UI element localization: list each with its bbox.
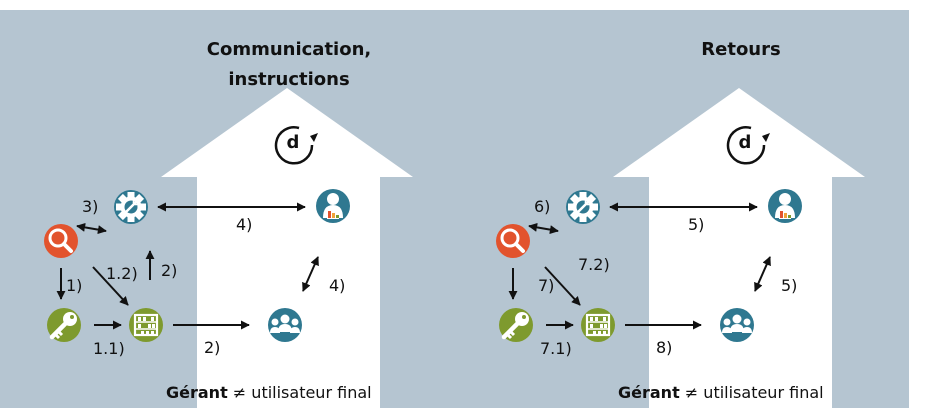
cycle-label: d [287, 132, 300, 153]
cycle-label: d [739, 132, 752, 153]
group-icon [268, 308, 302, 342]
footer-text: Gérant ≠ utilisateur final [166, 383, 372, 402]
label-search-gear: 6) [534, 197, 550, 216]
label-search-key: 1) [66, 276, 82, 295]
person-icon [768, 189, 802, 223]
person-icon [316, 189, 350, 223]
label-gear-person: 4) [236, 215, 252, 234]
gear-icon [114, 190, 148, 224]
label-abacus-group: 8) [656, 338, 672, 357]
label-search-abacus: 1.2) [106, 264, 138, 283]
label-search-abacus: 7.2) [578, 255, 610, 274]
footer-rest: ≠ utilisateur final [680, 383, 824, 402]
label-gear-person: 5) [688, 215, 704, 234]
group-icon [720, 308, 754, 342]
footer-bold: Gérant [166, 383, 228, 402]
search-icon [44, 224, 78, 258]
panel-title-line2: instructions [228, 69, 349, 90]
key-icon [499, 308, 533, 342]
label-search-gear: 3) [82, 197, 98, 216]
search-icon [496, 224, 530, 258]
footer-bold: Gérant [618, 383, 680, 402]
key-icon [47, 308, 81, 342]
label-key-abacus: 7.1) [540, 339, 572, 358]
label-abacus-group: 2) [204, 338, 220, 357]
label-key-abacus: 1.1) [93, 339, 125, 358]
label-group-person: 4) [329, 276, 345, 295]
panel-retours: Retours d 6) 7.2) 7) 7.1) 5) 5) 8) Géran… [452, 10, 909, 408]
panel-communication: Communication, instructions d 3) 1.2) 1)… [0, 10, 457, 408]
abacus-icon [581, 308, 615, 342]
panel-title-line1: Retours [701, 39, 780, 60]
footer-text: Gérant ≠ utilisateur final [618, 383, 824, 402]
footer-rest: ≠ utilisateur final [228, 383, 372, 402]
label-search-key: 7) [538, 276, 554, 295]
label-abacus-gear: 2) [161, 261, 177, 280]
panel-title-line1: Communication, [207, 39, 372, 60]
gear-icon [566, 190, 600, 224]
abacus-icon [129, 308, 163, 342]
label-group-person: 5) [781, 276, 797, 295]
